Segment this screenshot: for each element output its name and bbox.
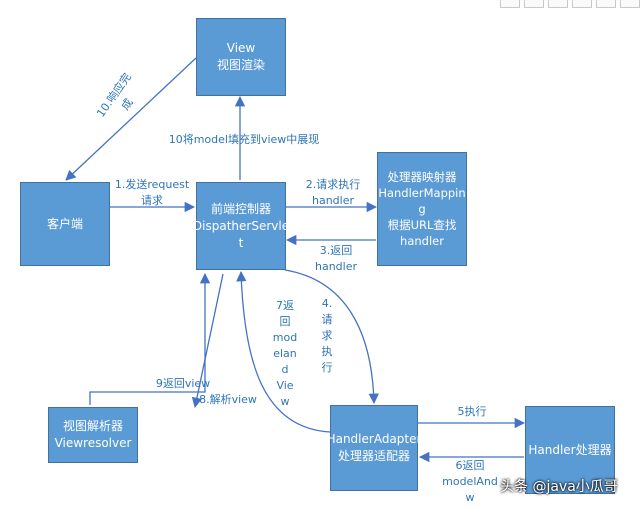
edge-2-label-line: 2.请求执行 (305, 178, 361, 191)
node-resolver-line: Viewresolver (54, 436, 132, 450)
edge-6-label-line: w (465, 491, 475, 504)
toolbar-button[interactable] (596, 0, 616, 8)
node-handler-adapter[interactable]: HandlerAdapter 处理器适配器 (327, 405, 421, 491)
node-handler-line: Handler处理器 (528, 442, 612, 457)
edge-5-label: 5执行 (457, 405, 487, 418)
edge-7-label-line: 回 (279, 315, 291, 328)
edge-1-label-line: 请求 (141, 194, 163, 207)
edge-7-arrow (236, 270, 331, 433)
node-handler[interactable]: Handler处理器 (525, 406, 615, 494)
toolbar-button[interactable] (524, 0, 544, 8)
edge-6-label-line: 6返回 (455, 459, 485, 472)
edge-7-label-line: d (281, 363, 289, 376)
edge-7-label-line: 7返 (276, 299, 294, 312)
edge-9-arrow (89, 272, 211, 405)
edge-4-label-line: 执 (321, 345, 333, 358)
node-adapter-line: 处理器适配器 (337, 449, 410, 463)
edge-8-arrow (191, 273, 224, 409)
node-dispatcher-line: DispatherServle (192, 218, 290, 233)
edge-1-label: 1.发送request 请求 (112, 177, 192, 209)
node-view[interactable]: View 视图渲染 (196, 18, 286, 96)
node-mapping-line: 处理器映射器 (387, 170, 457, 184)
edge-8-label: 8.解析view (199, 393, 257, 406)
edge-6-label-line: modelAnd (442, 475, 498, 488)
node-mapping-line: 根据URL查找 (387, 218, 457, 232)
edge-7-label-line: w (280, 395, 290, 408)
toolbar-button[interactable] (548, 0, 568, 8)
node-handler-mapping[interactable]: 处理器映射器 HandlerMappin g 根据URL查找 handler (377, 152, 467, 266)
edge-3-label-line: handler (314, 260, 357, 273)
node-dispatcher-line: t (238, 235, 244, 250)
edge-2-label-line: handler (311, 194, 354, 207)
edge-4-arrow (284, 269, 379, 405)
edge-2-label: 2.请求执行 handler (296, 177, 370, 209)
edge-7-label-line: mod (272, 331, 298, 344)
node-view-resolver[interactable]: 视图解析器 Viewresolver (48, 407, 138, 463)
edge-4-label: 4. 请 求 执 行 (316, 296, 338, 376)
edge-11-arrow (65, 57, 197, 181)
edge-10-label: 10将model填充到view中展现 (168, 133, 320, 146)
edge-3-label-line: 3.返回 (319, 244, 353, 257)
node-dispatcher[interactable]: 前端控制器 DispatherServle t (192, 182, 290, 270)
node-view-line: 视图渲染 (216, 58, 265, 72)
node-dispatcher-line: 前端控制器 (210, 201, 271, 216)
edge-4-label-line: 行 (321, 361, 333, 374)
node-mapping-line: g (418, 202, 426, 216)
node-resolver-line: 视图解析器 (62, 419, 123, 433)
node-client[interactable]: 客户端 (20, 182, 110, 266)
node-view-line: View (226, 41, 256, 55)
edge-4-label-line: 4. (321, 297, 333, 310)
edge-7-label-line: elan (273, 347, 297, 360)
edge-1-label-line: 1.发送request (114, 178, 190, 191)
watermark: 头条 @java小瓜哥 (500, 479, 618, 495)
edge-7-label: 7返 回 mod elan d Vie w (268, 298, 302, 410)
edge-9-label: 9返回view (155, 377, 211, 390)
toolbar-button[interactable] (500, 0, 520, 8)
node-client-line: 客户端 (46, 216, 83, 231)
edge-4-label-line: 请 (321, 313, 333, 326)
node-adapter-line: HandlerAdapter (326, 432, 422, 446)
edge-7-label-line: Vie (276, 379, 294, 392)
edge-4-label-line: 求 (321, 329, 333, 342)
node-mapping-line: handler (400, 234, 444, 248)
node-mapping-line: HandlerMappin (378, 186, 466, 200)
edge-6-label: 6返回 modelAnd w (436, 458, 504, 506)
toolbar-button[interactable] (572, 0, 592, 8)
edge-3-label: 3.返回 handler (306, 243, 366, 275)
